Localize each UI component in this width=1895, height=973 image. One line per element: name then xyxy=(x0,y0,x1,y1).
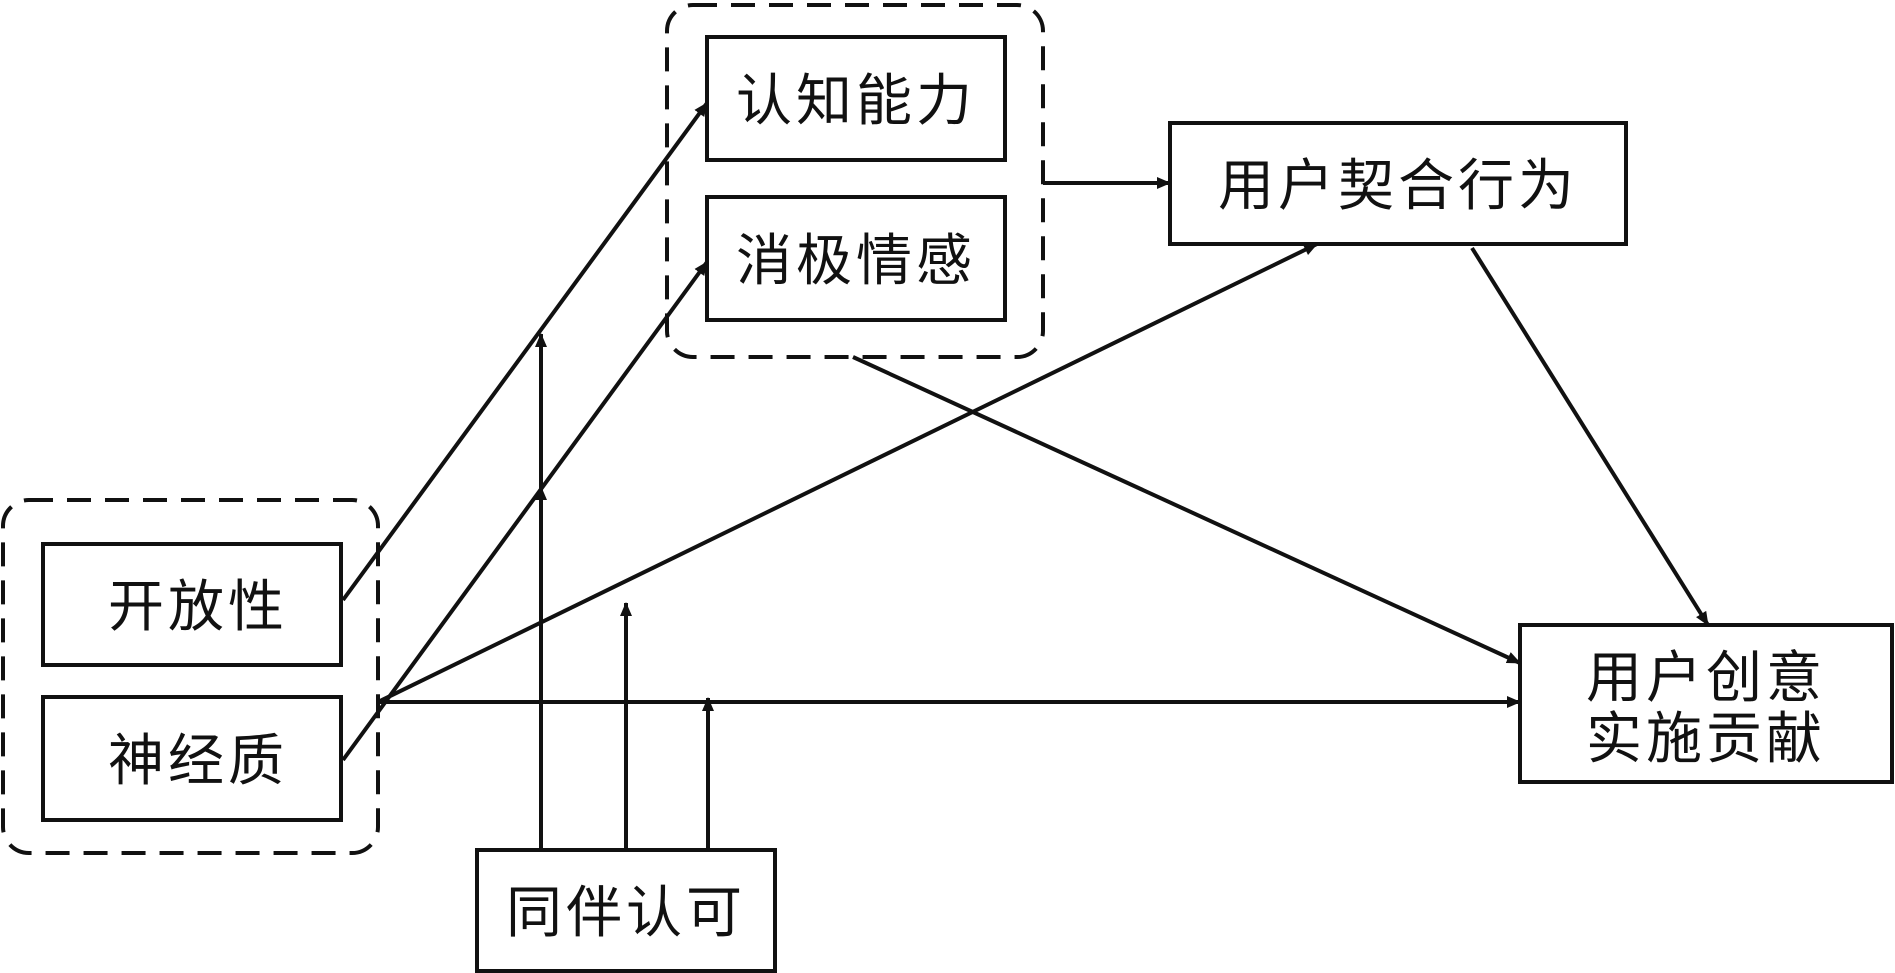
arrow-mediators-to-contribution xyxy=(852,355,1521,665)
contribution-label-line2: 实施贡献 xyxy=(1586,707,1826,772)
cognitive-ability-box xyxy=(705,35,1007,162)
contribution-label-line1: 用户创意 xyxy=(1586,646,1826,711)
negative-affect-label: 消极情感 xyxy=(736,229,976,294)
contribution-box xyxy=(1518,623,1894,784)
personality-group-box xyxy=(1,498,380,855)
arrow-neuroticism-to-negative xyxy=(341,260,709,762)
arrow-engagement-to-contribution xyxy=(1470,246,1710,627)
peer-recognition-label: 同伴认可 xyxy=(506,881,746,946)
arrow-openness-to-cognitive xyxy=(341,101,709,602)
peer-recognition-box xyxy=(475,848,777,973)
neuroticism-box xyxy=(41,695,343,822)
openness-label: 开放性 xyxy=(108,575,288,640)
arrow-neuroticism-to-engagement xyxy=(379,242,1318,703)
openness-box xyxy=(41,542,343,667)
user-engagement-label: 用户契合行为 xyxy=(1218,154,1578,219)
negative-affect-box xyxy=(705,195,1007,322)
neuroticism-label: 神经质 xyxy=(108,729,288,794)
cognitive-ability-label: 认知能力 xyxy=(736,69,976,134)
